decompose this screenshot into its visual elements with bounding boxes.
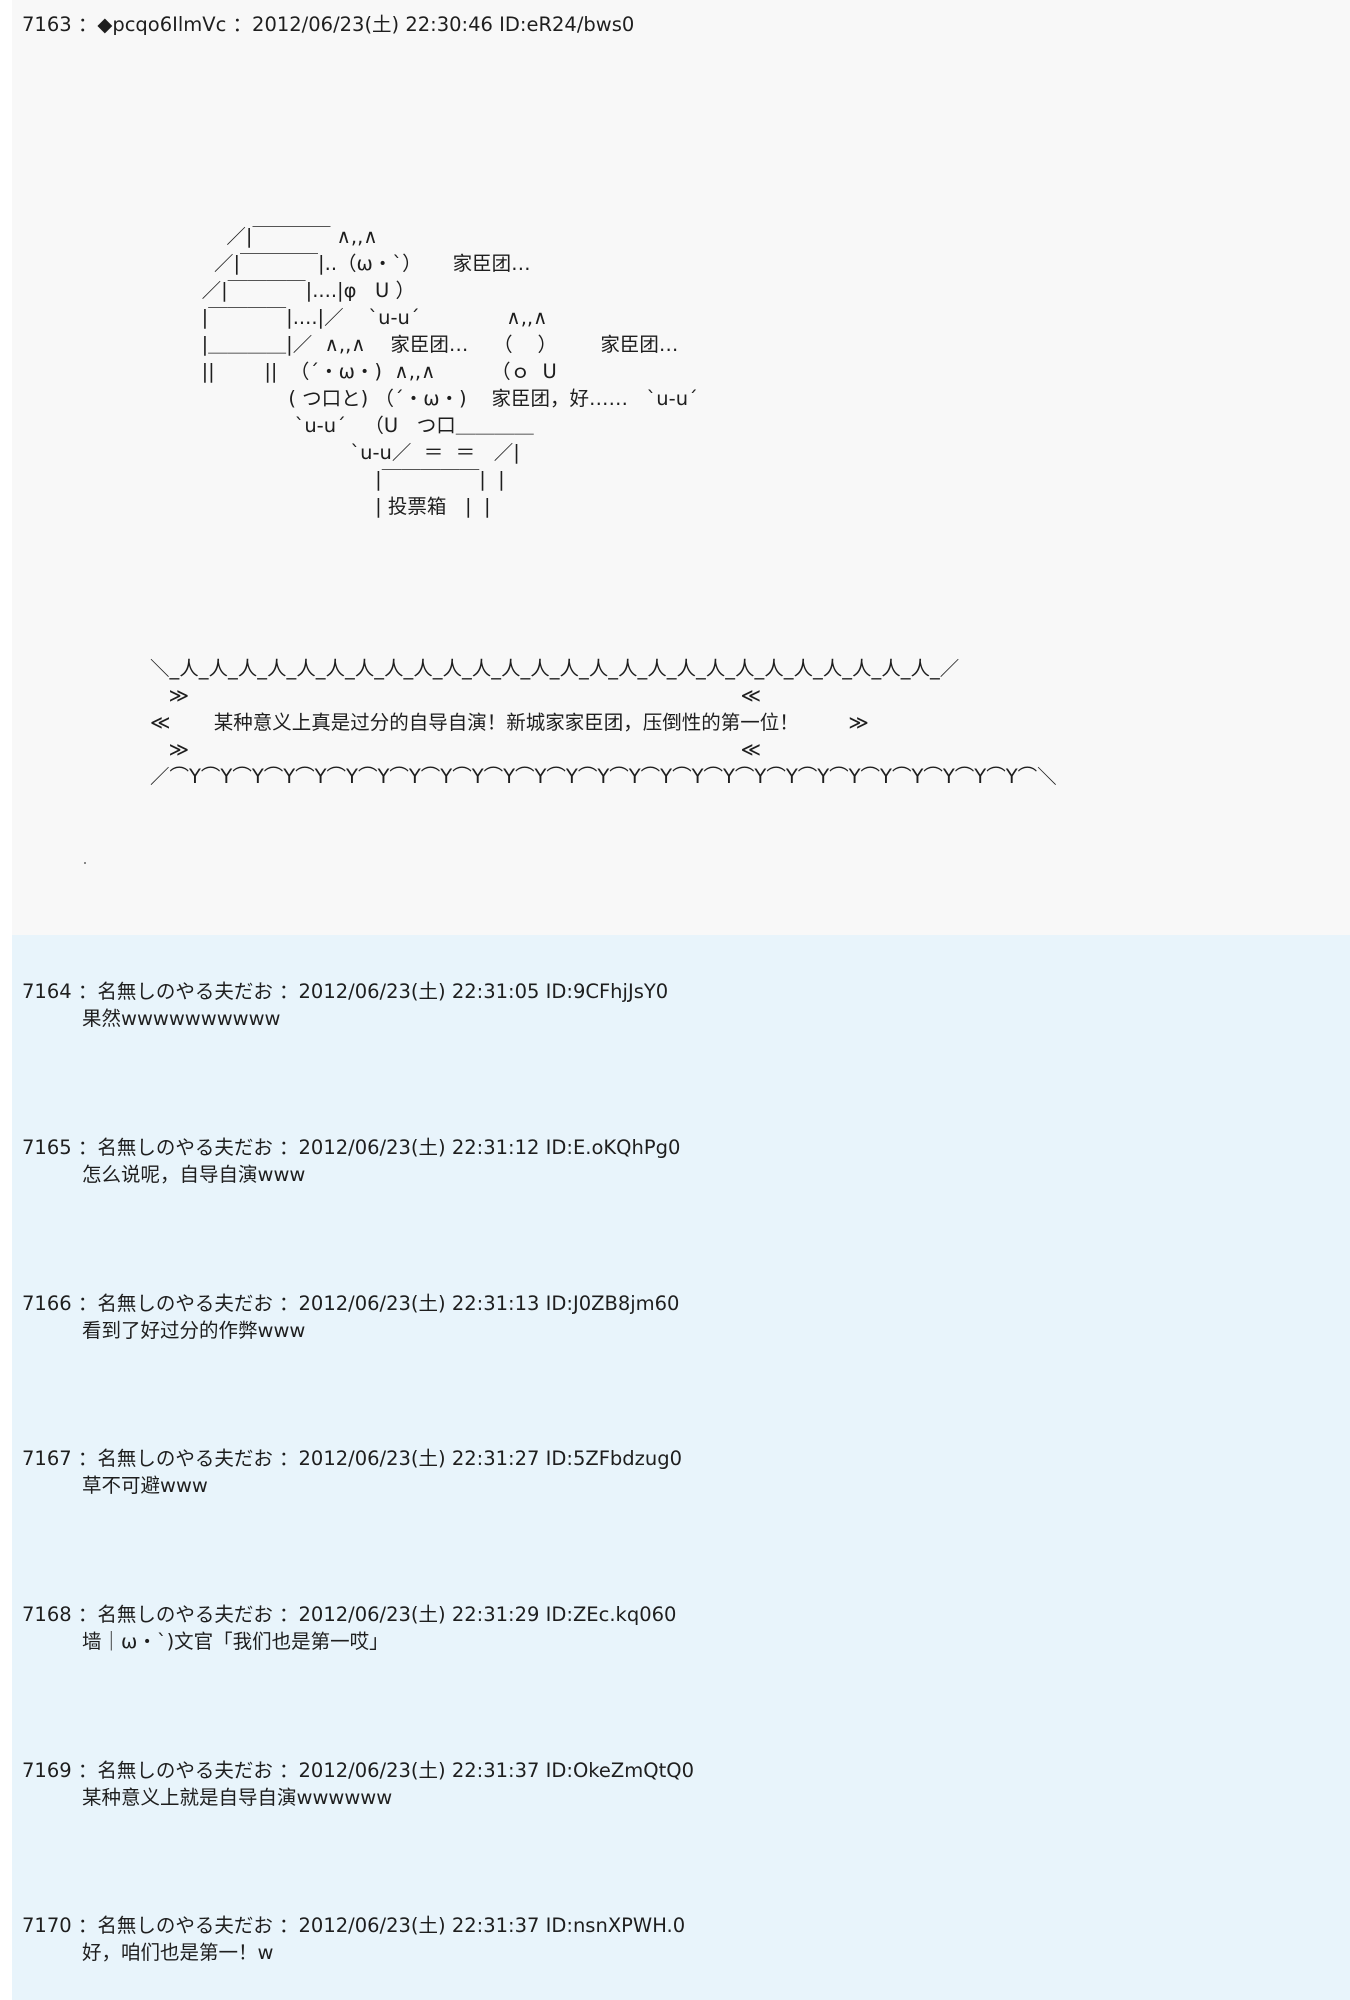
ascii-art-line: || || （´・ω・) ∧,,∧ （ｏ U bbox=[152, 360, 557, 383]
post-header: 7163 ：◆pcqo6IlmVc ：2012/06/23(土) 22:30:4… bbox=[22, 13, 635, 36]
op-post: 7163 ：◆pcqo6IlmVc ：2012/06/23(土) 22:30:4… bbox=[12, 0, 1350, 935]
post-body: 草不可避www bbox=[82, 1474, 208, 1497]
post-body: 某种意义上就是自导自演wwwwww bbox=[82, 1786, 393, 1809]
post-header: 7170 ：名無しのやる夫だお ：2012/06/23(土) 22:31:37 … bbox=[22, 1914, 686, 1937]
ascii-art-line: ／|￣￣￣￣|..（ω・`） 家臣团… bbox=[152, 252, 531, 275]
banner-line: ／⌒Y⌒Y⌒Y⌒Y⌒Y⌒Y⌒Y⌒Y⌒Y⌒Y⌒Y⌒Y⌒Y⌒Y⌒Y⌒Y⌒Y⌒Y⌒Y⌒… bbox=[150, 765, 1057, 788]
post-header: 7165 ：名無しのやる夫だお ：2012/06/23(土) 22:31:12 … bbox=[22, 1136, 681, 1159]
banner-line: ≪ 某种意义上真是过分的自导自演！新城家家臣团，压倒性的第一位！ ≫ bbox=[150, 711, 869, 734]
post-body: 果然wwwwwwwwww bbox=[82, 1007, 281, 1030]
post-body: 看到了好过分的作弊www bbox=[82, 1319, 306, 1342]
ascii-art-line: ／|￣￣￣￣|....|φ U ） bbox=[152, 279, 416, 302]
ascii-art-line: | 投票箱 | | bbox=[152, 495, 491, 518]
post-body: 好，咱们也是第一！w bbox=[82, 1941, 274, 1964]
ascii-art-line: ／|￣￣￣￣ ∧,,∧ bbox=[152, 225, 378, 248]
ascii-art-line: |￣￣￣￣￣| | bbox=[152, 468, 505, 491]
post-header: 7164 ：名無しのやる夫だお ：2012/06/23(土) 22:31:05 … bbox=[22, 980, 669, 1003]
post-header: 7168 ：名無しのやる夫だお ：2012/06/23(土) 22:31:29 … bbox=[22, 1603, 677, 1626]
reply-list: 7164 ：名無しのやる夫だお ：2012/06/23(土) 22:31:05 … bbox=[12, 935, 1350, 2000]
ascii-art-line: |＿＿＿＿|／ ∧,,∧ 家臣团… （ ） 家臣团… bbox=[152, 333, 679, 356]
banner-line: ≫ ≪ bbox=[150, 738, 762, 761]
post-header: 7167 ：名無しのやる夫だお ：2012/06/23(土) 22:31:27 … bbox=[22, 1447, 683, 1470]
ascii-art: ／|￣￣￣￣ ∧,,∧ ／|￣￣￣￣|..（ω・`） 家臣团… ／|￣￣￣￣|.… bbox=[152, 223, 698, 520]
post-header: 7169 ：名無しのやる夫だお ：2012/06/23(土) 22:31:37 … bbox=[22, 1759, 694, 1782]
shout-banner: ＼_人_人_人_人_人_人_人_人_人_人_人_人_人_人_人_人_人_人_人_… bbox=[150, 655, 1057, 790]
post-body: 怎么说呢，自导自演www bbox=[82, 1163, 306, 1186]
banner-line: ＼_人_人_人_人_人_人_人_人_人_人_人_人_人_人_人_人_人_人_人_… bbox=[150, 657, 960, 680]
ascii-art-line: ( つ口と) （´・ω・) 家臣团，好…… `u-u´ bbox=[152, 387, 698, 410]
post-body: 墙｜ω・`)文官「我们也是第一哎」 bbox=[82, 1630, 389, 1653]
ascii-art-line: `u-u／ ＝ ＝ ／| bbox=[152, 441, 520, 464]
banner-line: ≫ ≪ bbox=[150, 684, 762, 707]
ascii-art-line: |￣￣￣￣|....|／ `u-u´ ∧,,∧ bbox=[152, 306, 548, 329]
stray-dot bbox=[84, 862, 86, 864]
ascii-art-line: `u-u´ （U つ口＿＿＿＿ bbox=[152, 414, 534, 437]
post-header: 7166 ：名無しのやる夫だお ：2012/06/23(土) 22:31:13 … bbox=[22, 1292, 680, 1315]
